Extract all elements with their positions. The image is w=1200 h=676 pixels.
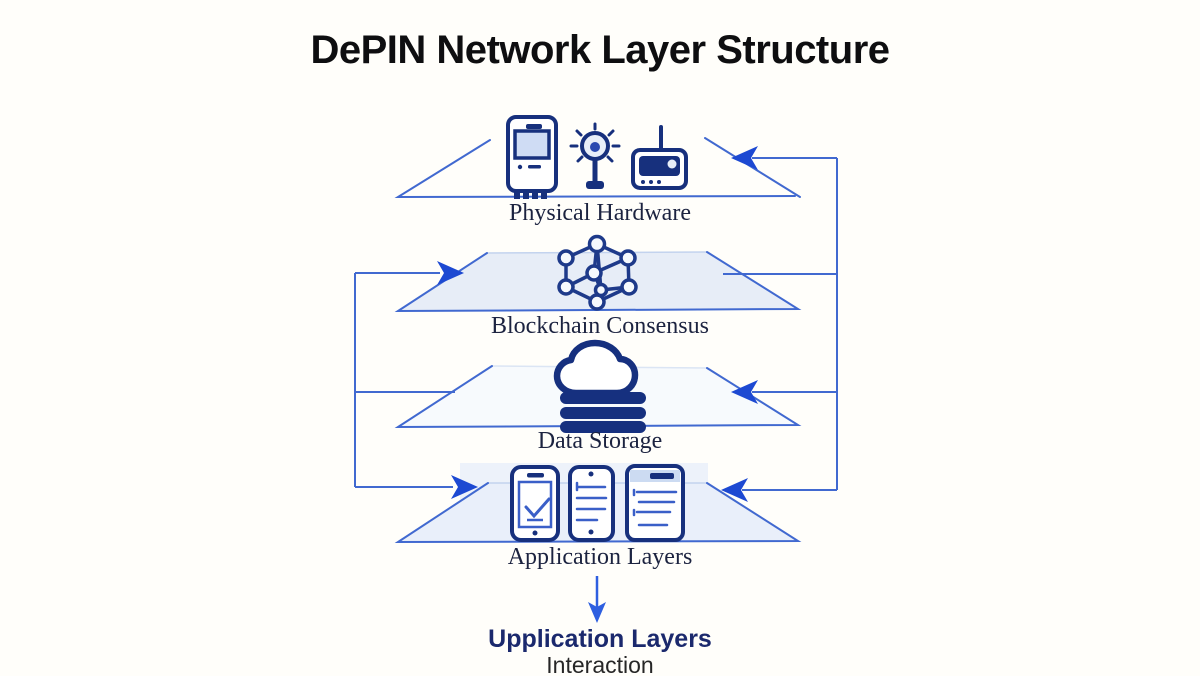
diagram-title: DePIN Network Layer Structure: [310, 28, 890, 72]
arrow-into-data-storage: [731, 380, 758, 404]
footer-subtitle: Interaction: [546, 652, 654, 676]
layer-label-data-storage: Data Storage: [537, 428, 663, 454]
arrow-into-blockchain-consensus: [437, 261, 464, 285]
phone-list-icon: [568, 465, 615, 542]
tablet-list-icon: [625, 464, 685, 542]
wifi-router-icon: [631, 125, 688, 190]
footer-title: Upplication Layers: [488, 625, 712, 653]
iot-sensor-icon: [569, 122, 621, 189]
arrow-into-application-right: [721, 478, 748, 502]
layer-label-blockchain-consensus: Blockchain Consensus: [491, 313, 709, 339]
left-bus-line: [354, 272, 455, 488]
network-graph-icon: [557, 234, 638, 311]
arrow-into-application-left: [451, 475, 478, 499]
arrow-into-physical-hardware: [731, 146, 758, 170]
down-arrow-icon: [588, 576, 606, 623]
smart-meter-icon: [506, 115, 558, 199]
layer-label-application-layers: Application Layers: [507, 544, 693, 570]
cloud-database-icon: [553, 339, 646, 433]
phone-check-icon: [510, 465, 560, 542]
layer-label-physical-hardware: Physical Hardware: [509, 200, 691, 226]
right-bus-line: [723, 157, 838, 491]
